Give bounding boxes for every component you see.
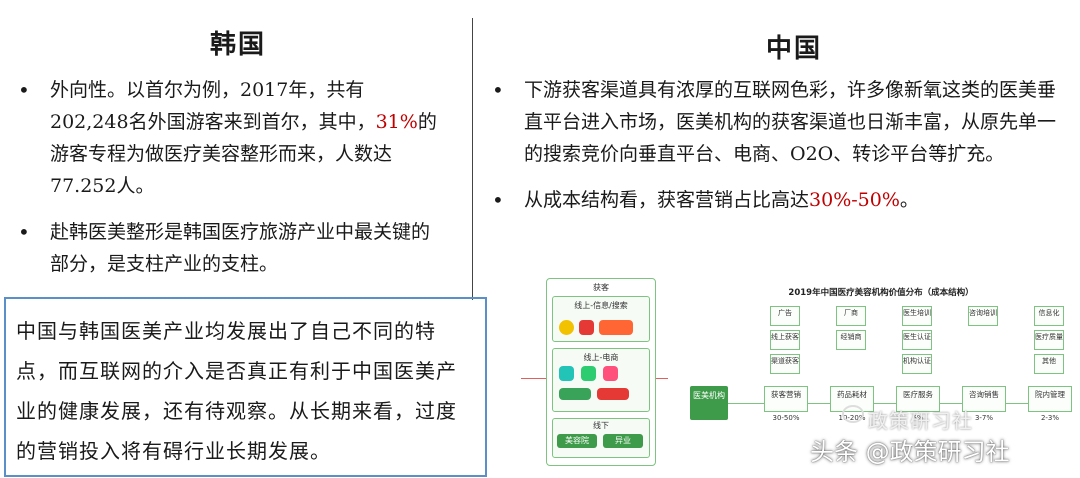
stage-node: 医疗服务 [896, 386, 940, 412]
cost-structure-figure: 2019年中国医疗美容机构价值分布（成本结构） 医美机构 获客营销 30-50% 广… [686, 282, 1076, 468]
sub-node: 线上获客 [770, 330, 800, 350]
bullet-dot-icon: • [18, 78, 30, 102]
figure-title: 2019年中国医疗美容机构价值分布（成本结构） [788, 288, 974, 298]
offline-item: 异业 [603, 434, 643, 448]
left-column-title: 韩国 [210, 30, 267, 60]
bullet-dot-icon: • [492, 188, 504, 212]
bullet-text: 。 [899, 189, 919, 211]
conclusion-callout: 中国与韩国医美产业均发展出了自己不同的特点，而互联网的介入是否真正有利于中国医美… [4, 297, 487, 477]
sub-node: 医生认证 [902, 330, 932, 350]
right-column-title: 中国 [766, 34, 823, 64]
acquisition-channels-figure: 获客 线上-信息/搜索 线上-电商 线下 美容院 异业 [519, 268, 669, 468]
sub-node: 咨询培训 [968, 306, 998, 326]
bullet-text: 赴韩医美整形是韩国医疗旅游产业中最关键的部分，是支柱产业的支柱。 [50, 221, 431, 275]
online-ecom-label: 线上-电商 [583, 353, 619, 362]
left-bullet-list: • 外向性。以首尔为例，2017年，共有202,248名外国游客来到首尔，其中，3… [18, 74, 438, 294]
stage-percent: 30-50% [772, 414, 800, 422]
bullet-text: 从成本结构看，获客营销占比高达 [524, 189, 810, 211]
sub-node: 其他 [1034, 354, 1064, 374]
bullet-text: 的游客专程为做医疗美容整形而来，人数达77.252人。 [50, 111, 437, 197]
sub-node: 厂商 [836, 306, 866, 326]
connector-line [656, 378, 668, 379]
wechat-icon [842, 405, 864, 423]
sub-node: 机构认证 [902, 354, 932, 374]
sub-node: 医疗质量 [1034, 330, 1064, 350]
red-app-logo-icon [579, 320, 594, 335]
stage-percent: 5% [912, 414, 924, 422]
bullet-text: 下游获客渠道具有浓厚的互联网色彩，许多像新氧这类的医美垂直平台进入市场，医美机构… [524, 79, 1057, 165]
sub-node: 经销商 [836, 330, 866, 350]
right-bullet-item: • 下游获客渠道具有浓厚的互联网色彩，许多像新氧这类的医美垂直平台进入市场，医美机… [492, 74, 1060, 170]
bullet-dot-icon: • [18, 220, 30, 244]
watermark-text: 政策研习社 [868, 409, 973, 433]
root-node: 医美机构 [690, 386, 728, 420]
figure-header: 获客 [593, 283, 609, 292]
ali-health-logo-icon [559, 388, 591, 400]
jd-health-logo-icon [597, 388, 629, 400]
online-info-label: 线上-信息/搜索 [574, 301, 628, 310]
highlight-text: 30%-50% [809, 189, 900, 211]
bullet-text: 外向性。以首尔为例，2017年，共有202,248名外国游客来到首尔，其中， [50, 79, 376, 133]
left-bullet-item: • 赴韩医美整形是韩国医疗旅游产业中最关键的部分，是支柱产业的支柱。 [18, 216, 438, 280]
sub-node: 医生培训 [902, 306, 932, 326]
xiaohongshu-logo-icon [559, 320, 574, 335]
stage-node: 获客营销 [764, 386, 808, 412]
left-bullet-item: • 外向性。以首尔为例，2017年，共有202,248名外国游客来到首尔，其中，3… [18, 74, 438, 202]
stage-percent: 2-3% [1040, 414, 1060, 422]
right-bullet-list: • 下游获客渠道具有浓厚的互联网色彩，许多像新氧这类的医美垂直平台进入市场，医美机… [492, 74, 1060, 230]
yuemei-logo-icon [581, 366, 596, 381]
sub-node: 信息化 [1034, 306, 1064, 326]
column-divider [472, 18, 473, 300]
stage-percent: 3-7% [974, 414, 994, 422]
sub-node: 渠道获客 [770, 354, 800, 374]
connector-line [521, 378, 546, 379]
figure-frame [546, 278, 656, 466]
watermark-source: 头条 @政策研习社 [810, 438, 1010, 466]
offline-item: 美容院 [557, 434, 597, 448]
dianping-logo-icon [599, 320, 633, 335]
bullet-dot-icon: • [492, 78, 504, 102]
offline-label: 线下 [593, 421, 609, 430]
yuemei-alt-logo-icon [603, 366, 618, 381]
right-bullet-item: • 从成本结构看，获客营销占比高达30%-50%。 [492, 184, 1060, 216]
soyoung-logo-icon [559, 366, 574, 381]
stage-node: 咨询销售 [962, 386, 1006, 412]
highlight-text: 31% [375, 111, 418, 133]
sub-node: 广告 [770, 306, 800, 326]
stage-node: 院内管理 [1028, 386, 1072, 412]
